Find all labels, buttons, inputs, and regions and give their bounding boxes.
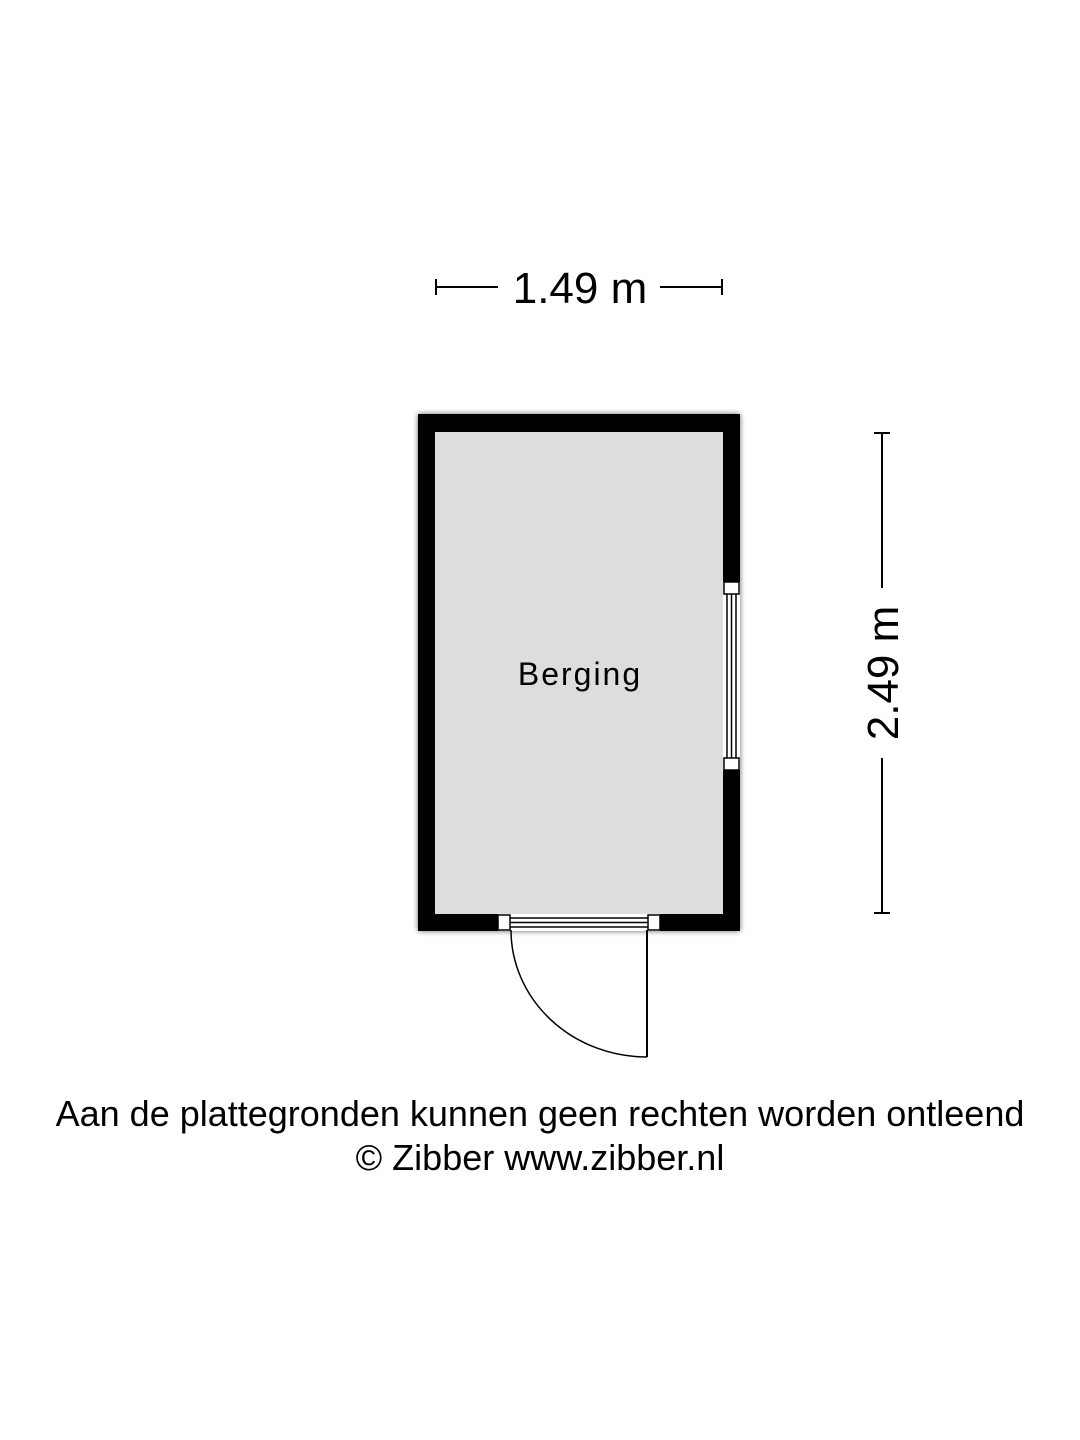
room-label: Berging bbox=[518, 656, 642, 692]
copyright-text: © Zibber www.zibber.nl bbox=[355, 1137, 725, 1178]
window-icon bbox=[723, 581, 740, 771]
door-icon bbox=[497, 914, 661, 1058]
height-dimension: 2.49 m bbox=[859, 432, 908, 914]
room-berging: Berging bbox=[418, 414, 740, 1058]
height-dimension-label: 2.49 m bbox=[859, 606, 908, 741]
disclaimer-text: Aan de plattegronden kunnen geen rechten… bbox=[55, 1093, 1025, 1134]
width-dimension-label: 1.49 m bbox=[513, 264, 648, 313]
room-floor bbox=[435, 432, 723, 914]
width-dimension: 1.49 m bbox=[435, 264, 723, 313]
